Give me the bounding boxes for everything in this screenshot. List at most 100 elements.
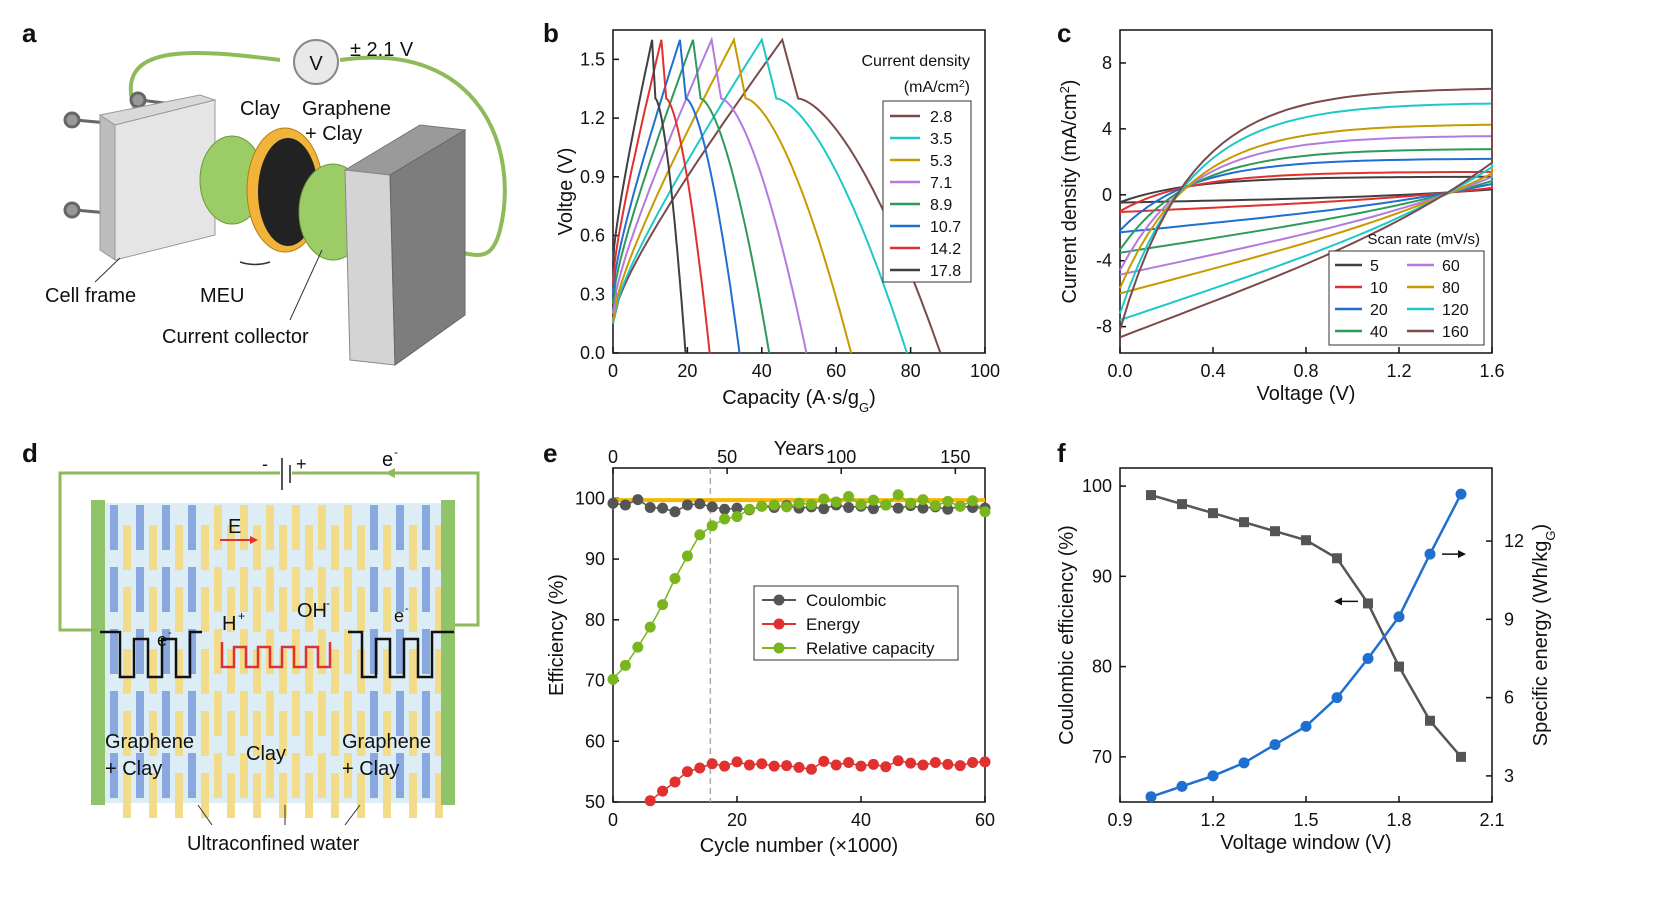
- data-point-Coulombic: [942, 503, 954, 515]
- membrane-stripe: [318, 753, 326, 798]
- data-point-Relative capacity: [669, 573, 681, 585]
- data-point-Coulombic: [644, 501, 656, 513]
- right-axis-label: Specific energy (Wh/kgG): [1530, 524, 1558, 746]
- membrane-stripe: [422, 567, 430, 612]
- y-tick-label: 90: [1092, 566, 1112, 586]
- membrane-stripe: [409, 587, 417, 632]
- data-point-Relative capacity: [706, 520, 718, 532]
- data-point-Energy: [880, 761, 892, 773]
- right-tick-label: 12: [1504, 531, 1524, 551]
- data-point-Energy: [657, 785, 669, 797]
- membrane-stripe: [175, 587, 183, 632]
- data-point-Energy: [867, 758, 879, 770]
- membrane-stripe: [227, 773, 235, 818]
- legend-marker: [773, 594, 785, 606]
- membrane-stripe: [136, 691, 144, 736]
- membrane-stripe: [162, 505, 170, 550]
- electron-label-right: e: [394, 606, 404, 626]
- left-axis-arrowhead-icon: [1334, 597, 1342, 606]
- data-point-Energy: [756, 758, 768, 770]
- data-point-Relative capacity: [942, 495, 954, 507]
- membrane-stripe: [318, 691, 326, 736]
- membrane-stripe: [383, 711, 391, 756]
- membrane-stripe: [162, 691, 170, 736]
- panel-d: d - + e - E H + OH - e - e - Graphene + …: [22, 438, 480, 855]
- membrane-stripe: [136, 505, 144, 550]
- legend-entry: 120: [1442, 302, 1469, 319]
- data-point-Coulombic: [607, 497, 619, 509]
- membrane-stripe: [344, 753, 352, 798]
- panel-a-letter: a: [22, 18, 37, 48]
- data-point-Coulombic: [669, 506, 681, 518]
- membrane-stripe: [292, 505, 300, 550]
- data-point-Coulombic efficiency: [1363, 598, 1373, 609]
- membrane-stripe: [409, 525, 417, 570]
- y-tick-label: 80: [585, 610, 605, 630]
- y-axis-label: Coulombic efficiency (%): [1056, 525, 1078, 745]
- membrane-stripe: [435, 525, 443, 570]
- data-point-Coulombic: [719, 503, 731, 515]
- membrane-stripe: [396, 753, 404, 798]
- membrane-stripe: [409, 649, 417, 694]
- data-point-Energy: [905, 757, 917, 769]
- membrane-stripe: [318, 629, 326, 674]
- x-tick-label: 2.1: [1479, 810, 1504, 830]
- electron-label-left: e: [157, 630, 167, 650]
- electron-path-left-icon: [100, 630, 202, 679]
- voltmeter-label: V: [309, 53, 323, 75]
- legend-entry: 5.3: [930, 153, 952, 170]
- data-point-Relative capacity: [743, 503, 755, 515]
- membrane-stripe: [110, 753, 118, 798]
- membrane-stripe: [292, 629, 300, 674]
- data-point-Energy: [954, 760, 966, 772]
- data-point-Energy: [917, 759, 929, 771]
- x-axis-label: Voltage window (V): [1220, 832, 1391, 854]
- membrane-stripe: [422, 505, 430, 550]
- data-point-Energy: [644, 795, 656, 807]
- field-label: E: [228, 516, 241, 538]
- data-point-Energy: [830, 759, 842, 771]
- membrane-stripe: [253, 773, 261, 818]
- membrane-stripe: [123, 649, 131, 694]
- y-axis-label: Voltge (V): [555, 148, 577, 236]
- data-point-Relative capacity: [880, 499, 892, 511]
- legend-entry: Energy: [806, 615, 860, 634]
- data-point-Energy: [743, 759, 755, 771]
- membrane-stripe: [357, 711, 365, 756]
- data-point-Relative capacity: [681, 550, 693, 562]
- membrane-stripe: [266, 505, 274, 550]
- plot-frame: [612, 29, 986, 354]
- membrane-stripe: [162, 567, 170, 612]
- right-axis-label-part: Specific energy (Wh/kg: [1530, 541, 1552, 747]
- data-point-Coulombic: [731, 502, 743, 514]
- membrane-stripe: [201, 711, 209, 756]
- x-tick-label: 0: [608, 810, 618, 830]
- membrane-stripe: [370, 505, 378, 550]
- series-line-Coulombic efficiency: [1150, 493, 1462, 758]
- data-point-Energy: [892, 755, 904, 767]
- membrane-stripe: [396, 629, 404, 674]
- y-tick-label: 1.2: [580, 108, 605, 128]
- panel-b-letter: b: [543, 18, 559, 48]
- x-tick-label: 1.2: [1200, 810, 1225, 830]
- membrane-stripe: [344, 505, 352, 550]
- legend-box: [1328, 250, 1485, 346]
- series-line-10.7: [612, 39, 741, 354]
- data-point-Energy: [805, 763, 817, 775]
- data-point-Relative capacity: [867, 494, 879, 506]
- data-point-Relative capacity: [619, 659, 631, 671]
- electron-label-left-sup: -: [168, 627, 172, 639]
- data-point-Coulombic: [706, 501, 718, 513]
- data-point-Relative capacity: [979, 506, 991, 518]
- y-tick-label: 0.6: [580, 226, 605, 246]
- membrane-stripe: [331, 711, 339, 756]
- meu-label: MEU: [200, 285, 244, 307]
- data-point-Relative capacity: [694, 529, 706, 541]
- x-axis-label-part: G: [859, 400, 869, 415]
- membrane-stripe: [305, 587, 313, 632]
- membrane-stripe: [175, 525, 183, 570]
- y-tick-label: 0.0: [580, 343, 605, 363]
- current-collector-label: Current collector: [162, 326, 309, 348]
- membrane-stripe: [435, 711, 443, 756]
